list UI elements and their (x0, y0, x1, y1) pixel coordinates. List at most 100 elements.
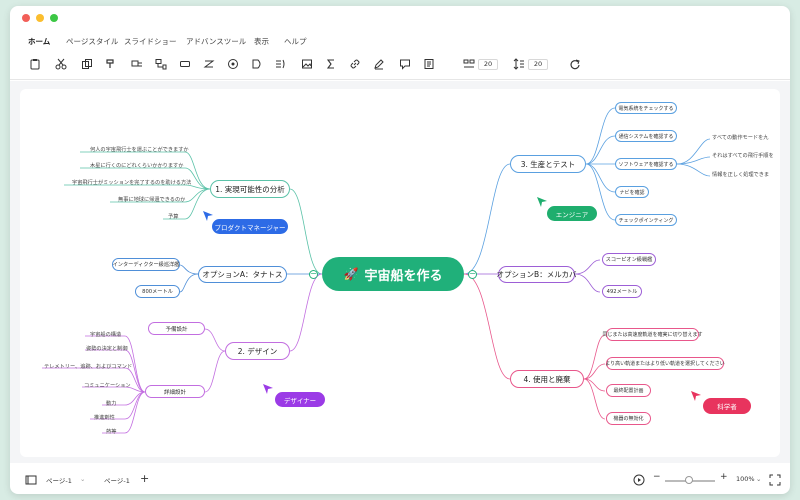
leaf-software-2[interactable]: それはすべての飛行手順を (712, 153, 774, 159)
subtopic-preliminary-design[interactable]: 予備設計 (148, 322, 205, 335)
topic-production-test[interactable]: 3. 生産とテスト (510, 155, 586, 173)
leaf-design-1[interactable]: 宇宙船の構造 (90, 332, 122, 338)
callout-icon[interactable] (226, 57, 240, 71)
topic-feasibility[interactable]: 1. 実現可能性の分析 (210, 180, 290, 198)
leaf-feasibility-3[interactable]: 宇宙飛行士がミッションを完了するのを助ける方法 (72, 180, 192, 186)
leaf-feasibility-2[interactable]: 木星に行くのにどれくらいかかりますか (90, 163, 184, 169)
leaf-option-b-2[interactable]: 492メートル (602, 285, 642, 298)
topic-design[interactable]: 2. デザイン (225, 342, 290, 360)
leaf-production-5[interactable]: チェックポインティング (615, 214, 677, 226)
leaf-production-1[interactable]: 電気系統をチェックする (615, 102, 677, 114)
zoom-slider-handle[interactable] (685, 476, 693, 484)
redo-icon[interactable] (568, 57, 582, 71)
leaf-production-4[interactable]: ナビを確認 (615, 186, 649, 198)
topic-spacing-input[interactable]: 20 (478, 59, 498, 70)
topic-option-b[interactable]: オプションB：メルカバ (497, 266, 576, 283)
leaf-software-3[interactable]: 情報を正しく処理できま (712, 172, 770, 178)
leaf-feasibility-1[interactable]: 何人の宇宙飛行士を運ぶことができますか (90, 147, 189, 153)
image-icon[interactable] (300, 57, 314, 71)
note-icon[interactable] (422, 57, 436, 71)
comment-icon[interactable] (398, 57, 412, 71)
zoom-dropdown-icon[interactable]: ⌄ (756, 475, 762, 483)
leaf-usage-2[interactable]: より高い軌道またはより低い軌道を選択してください (605, 357, 725, 370)
close-window-button[interactable] (22, 14, 30, 22)
zoom-in-icon[interactable]: + (720, 472, 728, 482)
tag-engineer[interactable]: エンジニア (547, 206, 597, 221)
app-window: ホーム ページスタイル スライドショー アドバンスツール 表示 ヘルプ 20 2… (10, 6, 790, 494)
relationship-icon[interactable] (202, 57, 216, 71)
toolbar: 20 20 (10, 50, 790, 80)
connector-lines (42, 107, 711, 434)
page-tab[interactable]: ページ-1 (104, 477, 130, 485)
leaf-usage-4[interactable]: 機器の無効化 (606, 412, 651, 425)
menu-bar: ホーム ページスタイル スライドショー アドバンスツール 表示 ヘルプ (10, 32, 790, 52)
fullscreen-icon[interactable] (768, 473, 782, 487)
collapse-right-icon[interactable]: − (468, 269, 477, 279)
leaf-option-a-2[interactable]: 800メートル (135, 285, 180, 298)
add-page-icon[interactable]: + (140, 472, 150, 485)
leaf-design-2[interactable]: 姿勢の決定と制御 (86, 346, 128, 352)
line-spacing-icon (512, 57, 526, 71)
menu-page-style[interactable]: ページスタイル (66, 37, 119, 46)
page-view-icon[interactable] (24, 473, 38, 487)
format-painter-icon[interactable] (104, 57, 118, 71)
root-topic-label: 宇宙船を作る (364, 268, 443, 284)
leaf-option-b-1[interactable]: スコーピオン級戦艦 (602, 253, 656, 266)
leaf-usage-3[interactable]: 最終配置計画 (606, 384, 651, 397)
copy-icon[interactable] (80, 57, 94, 71)
zoom-out-icon[interactable]: − (653, 472, 661, 482)
cursor-engineer-icon (536, 193, 548, 212)
topic-spacing-icon (462, 57, 476, 71)
page-select[interactable]: ページ-1 (46, 477, 72, 485)
play-icon[interactable] (632, 473, 646, 487)
menu-view[interactable]: 表示 (254, 37, 269, 46)
status-bar: ページ-1 ⌄ ページ-1 + − + 100% ⌄ (10, 466, 790, 494)
cursor-designer-icon (262, 380, 274, 399)
leaf-production-2[interactable]: 通信システムを確認する (615, 130, 677, 142)
cursor-scientist-icon (690, 387, 702, 406)
topic-usage-disposal[interactable]: 4. 使用と廃棄 (510, 370, 584, 388)
leaf-software-1[interactable]: すべての動作モードを九 (712, 135, 769, 141)
menu-help[interactable]: ヘルプ (284, 37, 307, 46)
link-icon[interactable] (348, 57, 362, 71)
leaf-design-5[interactable]: 動力 (106, 401, 117, 407)
maximize-window-button[interactable] (50, 14, 58, 22)
formula-icon[interactable] (324, 57, 338, 71)
leaf-design-3[interactable]: テレメトリー、追跡、およびコマンド (44, 364, 133, 370)
topic-icon[interactable] (130, 57, 144, 71)
cursor-pm-icon (202, 207, 214, 226)
subtopic-detailed-design[interactable]: 詳細設計 (145, 385, 205, 398)
leaf-design-4[interactable]: コミュニケーション (84, 383, 131, 389)
subtopic-icon[interactable] (154, 57, 168, 71)
leaf-design-6[interactable]: 推進剤性 (94, 415, 115, 421)
title-bar (10, 6, 790, 28)
chevron-down-icon[interactable]: ⌄ (80, 475, 86, 483)
leaf-feasibility-5[interactable]: 予算 (168, 214, 179, 220)
pen-icon[interactable] (372, 57, 386, 71)
mindmap-canvas[interactable]: 🚀 宇宙船を作る − − 1. 実現可能性の分析 何人の宇宙飛行士を運ぶことがで… (20, 89, 780, 457)
leaf-usage-1[interactable]: 同じまたは高速度軌道を確実に切り替えます (603, 328, 703, 341)
canvas-area: 🚀 宇宙船を作る − − 1. 実現可能性の分析 何人の宇宙飛行士を運ぶことがで… (10, 81, 790, 463)
leaf-design-7[interactable]: 熱等 (106, 429, 117, 435)
collapse-left-icon[interactable]: − (309, 269, 318, 279)
tag-designer[interactable]: デザイナー (275, 392, 325, 407)
menu-advanced-tools[interactable]: アドバンスツール (186, 37, 247, 46)
menu-home[interactable]: ホーム (28, 37, 51, 46)
root-topic[interactable]: 🚀 宇宙船を作る (322, 257, 464, 291)
shape-icon[interactable] (178, 57, 192, 71)
tag-scientist[interactable]: 科学者 (703, 398, 751, 414)
minimize-window-button[interactable] (36, 14, 44, 22)
zoom-level[interactable]: 100% (736, 475, 755, 483)
paste-icon[interactable] (28, 57, 42, 71)
menu-slideshow[interactable]: スライドショー (124, 37, 177, 46)
leaf-option-a-1[interactable]: インターディクター級巡洋艦 (112, 258, 180, 271)
summary-icon[interactable] (274, 57, 288, 71)
leaf-production-3[interactable]: ソフトウェアを確認する (615, 158, 677, 170)
rocket-icon: 🚀 (343, 267, 359, 281)
boundary-icon[interactable] (250, 57, 264, 71)
cut-icon[interactable] (54, 57, 68, 71)
leaf-feasibility-4[interactable]: 無事に地球に帰還できるのか (118, 197, 186, 203)
topic-option-a[interactable]: オプションA：タナトス (198, 266, 287, 283)
tag-product-manager[interactable]: プロダクトマネージャー (212, 219, 288, 234)
line-spacing-input[interactable]: 20 (528, 59, 548, 70)
